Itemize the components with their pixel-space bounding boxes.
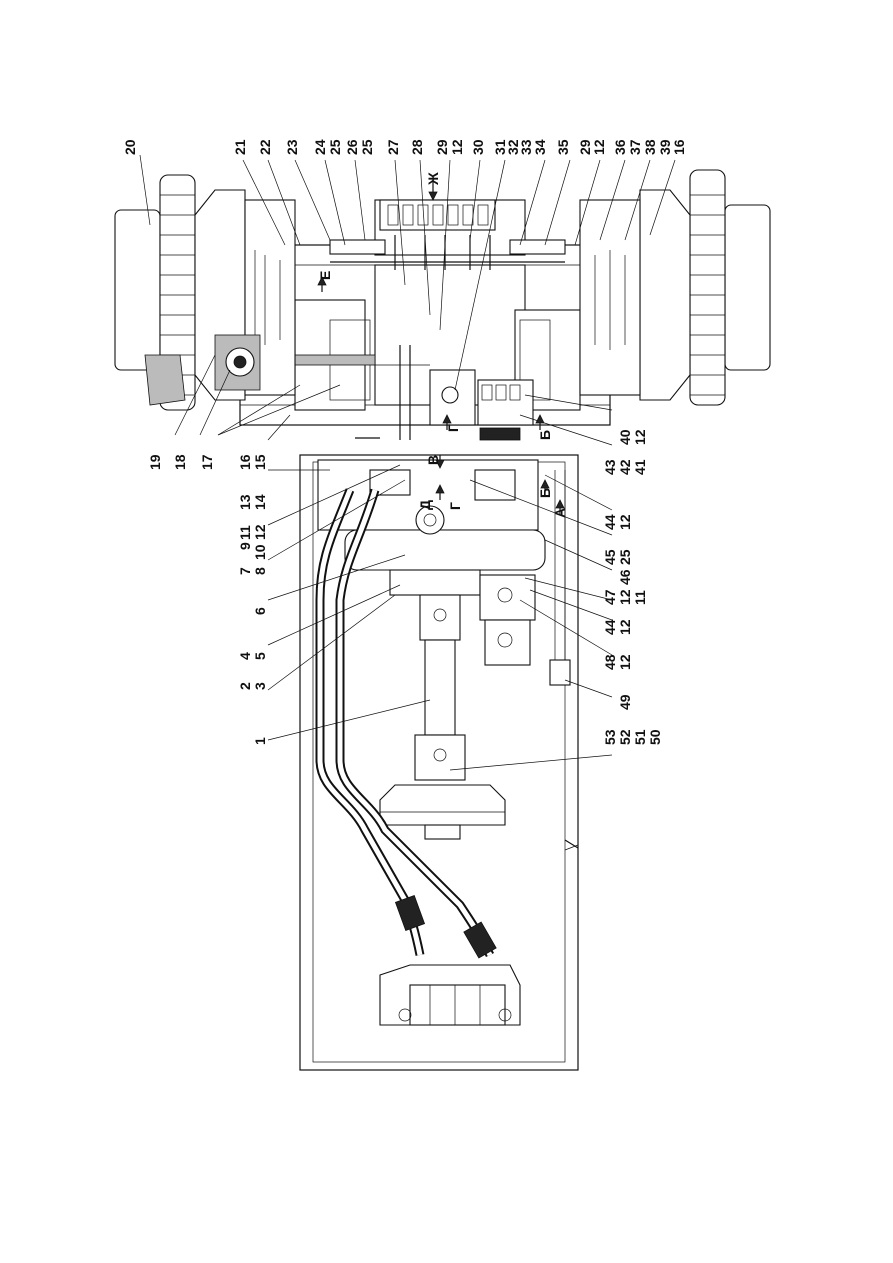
label-6: 6	[252, 607, 268, 615]
label-8: 8	[252, 567, 268, 575]
label-47: 47	[602, 589, 618, 605]
label-3: 3	[252, 682, 268, 690]
label-44b: 44	[602, 514, 618, 530]
position-labels-top: 20 21 22 23 24 25 26 25 27 28 29 12 30 3…	[122, 139, 687, 155]
position-labels-right: 53 52 51 50 49 48 12 44 12 47 12 11 46 4…	[602, 429, 663, 745]
label-51: 51	[632, 729, 648, 745]
label-53: 53	[602, 729, 618, 745]
hydraulic-pump	[379, 964, 521, 1026]
label-12f: 12	[617, 589, 633, 605]
label-1: 1	[252, 737, 268, 745]
label-26: 26	[344, 139, 360, 155]
label-44a: 44	[602, 619, 618, 635]
label-34: 34	[532, 139, 548, 155]
label-39: 39	[657, 139, 673, 155]
hydraulic-distributor	[355, 345, 534, 441]
label-46: 46	[617, 569, 633, 585]
label-12e: 12	[617, 619, 633, 635]
hydraulic-hoses	[315, 470, 571, 959]
label-21: 21	[232, 139, 248, 155]
label-13: 13	[237, 494, 253, 510]
label-35: 35	[555, 139, 571, 155]
view-letter-g1: Г	[445, 424, 461, 432]
label-25c: 25	[617, 549, 633, 565]
label-45: 45	[602, 549, 618, 565]
label-23: 23	[284, 139, 300, 155]
label-16b: 16	[237, 454, 253, 470]
label-36: 36	[612, 139, 628, 155]
view-letter-labels: Ж Е Г Б В Д Г Б А	[317, 172, 568, 518]
clutch-housing	[379, 784, 506, 840]
label-29b: 29	[577, 139, 593, 155]
transmission	[317, 459, 546, 666]
label-40: 40	[617, 429, 633, 445]
label-31: 31	[492, 139, 508, 155]
label-2: 2	[237, 682, 253, 690]
propeller-shaft	[414, 594, 466, 781]
label-42: 42	[617, 459, 633, 475]
view-letter-g2: Г	[447, 502, 463, 510]
view-letter-b2: Б	[537, 488, 553, 498]
view-letter-e: Е	[317, 271, 333, 280]
left-wheel	[114, 174, 296, 411]
label-48: 48	[602, 654, 618, 670]
leader-lines	[139, 154, 676, 771]
label-17: 17	[199, 454, 215, 470]
label-41: 41	[632, 459, 648, 475]
label-30: 30	[470, 139, 486, 155]
label-15: 15	[252, 454, 268, 470]
label-27: 27	[385, 139, 401, 155]
label-5: 5	[252, 652, 268, 660]
label-18: 18	[172, 454, 188, 470]
right-wheel	[579, 169, 771, 406]
label-43: 43	[602, 459, 618, 475]
view-arrows	[317, 180, 565, 515]
label-14: 14	[252, 494, 268, 510]
label-50: 50	[647, 729, 663, 745]
label-11a: 11	[237, 525, 253, 540]
position-labels-left: 19 18 17 16 15 13 14 11 12 9 10 7 8 6 4 …	[147, 454, 268, 745]
label-10: 10	[252, 544, 268, 560]
label-20: 20	[122, 139, 138, 155]
label-12h: 12	[632, 429, 648, 445]
label-12d: 12	[617, 654, 633, 670]
label-7: 7	[237, 567, 253, 575]
label-28: 28	[409, 139, 425, 155]
label-24: 24	[312, 139, 328, 155]
label-12a: 12	[449, 139, 465, 155]
label-4: 4	[237, 652, 253, 660]
label-22: 22	[257, 139, 273, 155]
label-16a: 16	[671, 139, 687, 155]
view-letter-zh: Ж	[425, 172, 441, 186]
label-52: 52	[617, 729, 633, 745]
label-38: 38	[642, 139, 658, 155]
label-32: 32	[505, 139, 521, 155]
label-12b: 12	[591, 139, 607, 155]
view-letter-a: А	[552, 508, 568, 518]
view-letter-d: Д	[417, 500, 433, 510]
label-49: 49	[617, 694, 633, 710]
label-25b: 25	[359, 139, 375, 155]
label-12c: 12	[252, 524, 268, 540]
view-letter-v: В	[425, 455, 441, 465]
view-letter-b1: Б	[537, 430, 553, 440]
label-12g: 12	[617, 514, 633, 530]
label-37: 37	[627, 139, 643, 155]
label-25a: 25	[327, 139, 343, 155]
label-33: 33	[518, 139, 534, 155]
label-29a: 29	[434, 139, 450, 155]
label-19: 19	[147, 454, 163, 470]
label-11b: 11	[632, 590, 648, 605]
label-9: 9	[237, 542, 253, 550]
